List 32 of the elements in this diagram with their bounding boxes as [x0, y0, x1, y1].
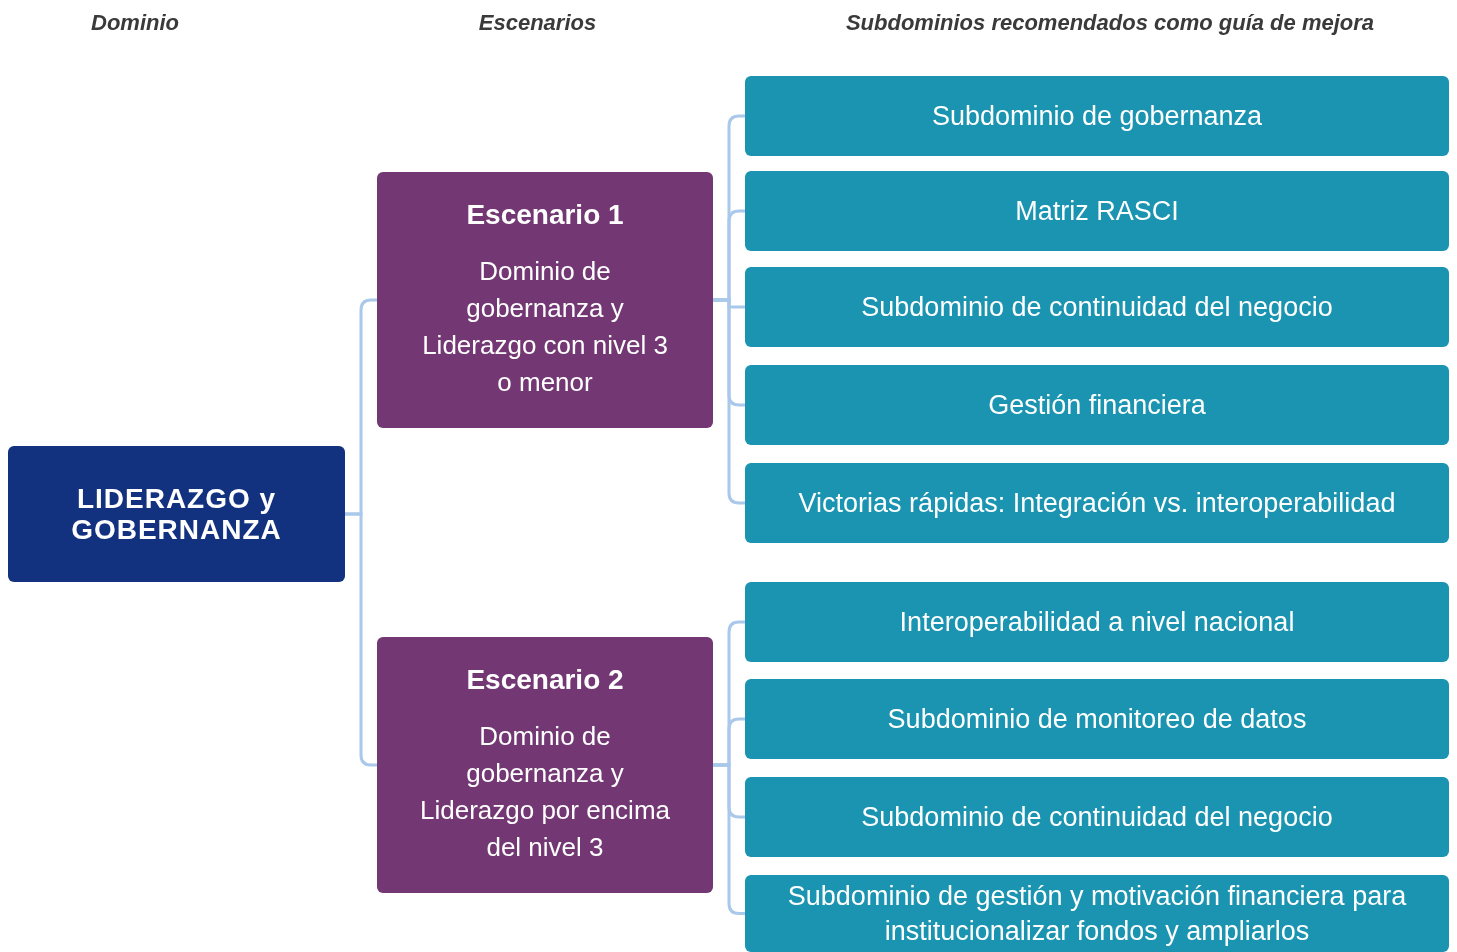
subdomain-box — [745, 679, 1449, 759]
scenario-description: Dominio de gobernanza y Liderazgo por encima del nivel 3 — [418, 720, 671, 864]
scenario-description: Dominio de gobernanza y Liderazgo con nivel 3 o menor — [421, 255, 669, 399]
subdomain-box — [745, 171, 1449, 251]
column-header: Dominio — [90, 10, 180, 36]
subdomain-text: Subdominio de continuidad del negocio — [861, 800, 1333, 834]
scenario-title: Escenario 1 — [466, 199, 624, 231]
connector-line — [713, 298, 745, 505]
subdomain-box — [745, 875, 1449, 952]
connector-line — [345, 512, 377, 767]
subdomain-text: Subdominio de gobernanza — [931, 99, 1263, 133]
subdomain-text: Gestión financiera — [988, 388, 1206, 422]
column-header: Escenarios — [477, 10, 598, 36]
subdomain-text: Matriz RASCI — [1015, 194, 1179, 228]
subdomain-box — [745, 76, 1449, 156]
subdomain-box — [745, 267, 1449, 347]
subdomain-text: Subdominio de gestión y motivación financiera para institucionalizar fondos y ampliarlos — [786, 879, 1408, 948]
subdomain-box — [745, 582, 1449, 662]
scenario-box — [377, 637, 713, 893]
connector-line — [713, 763, 745, 915]
subdomain-text: Interoperabilidad a nivel nacional — [899, 605, 1295, 639]
column-header: Subdominios recomendados como guía de mejora — [844, 10, 1376, 36]
subdomain-text: Victorias rápidas: Integración vs. interoperabilidad — [798, 486, 1396, 520]
subdomain-text: Subdominio de continuidad del negocio — [861, 290, 1333, 324]
domain-title: LIDERAZGO y GOBERNANZA — [70, 483, 283, 545]
scenario-box — [377, 172, 713, 428]
subdomain-text: Subdominio de monitoreo de datos — [887, 702, 1307, 736]
subdomain-box — [745, 463, 1449, 543]
domain-box — [8, 446, 345, 582]
subdomain-box — [745, 777, 1449, 857]
scenario-title: Escenario 2 — [466, 664, 624, 696]
subdomain-box — [745, 365, 1449, 445]
